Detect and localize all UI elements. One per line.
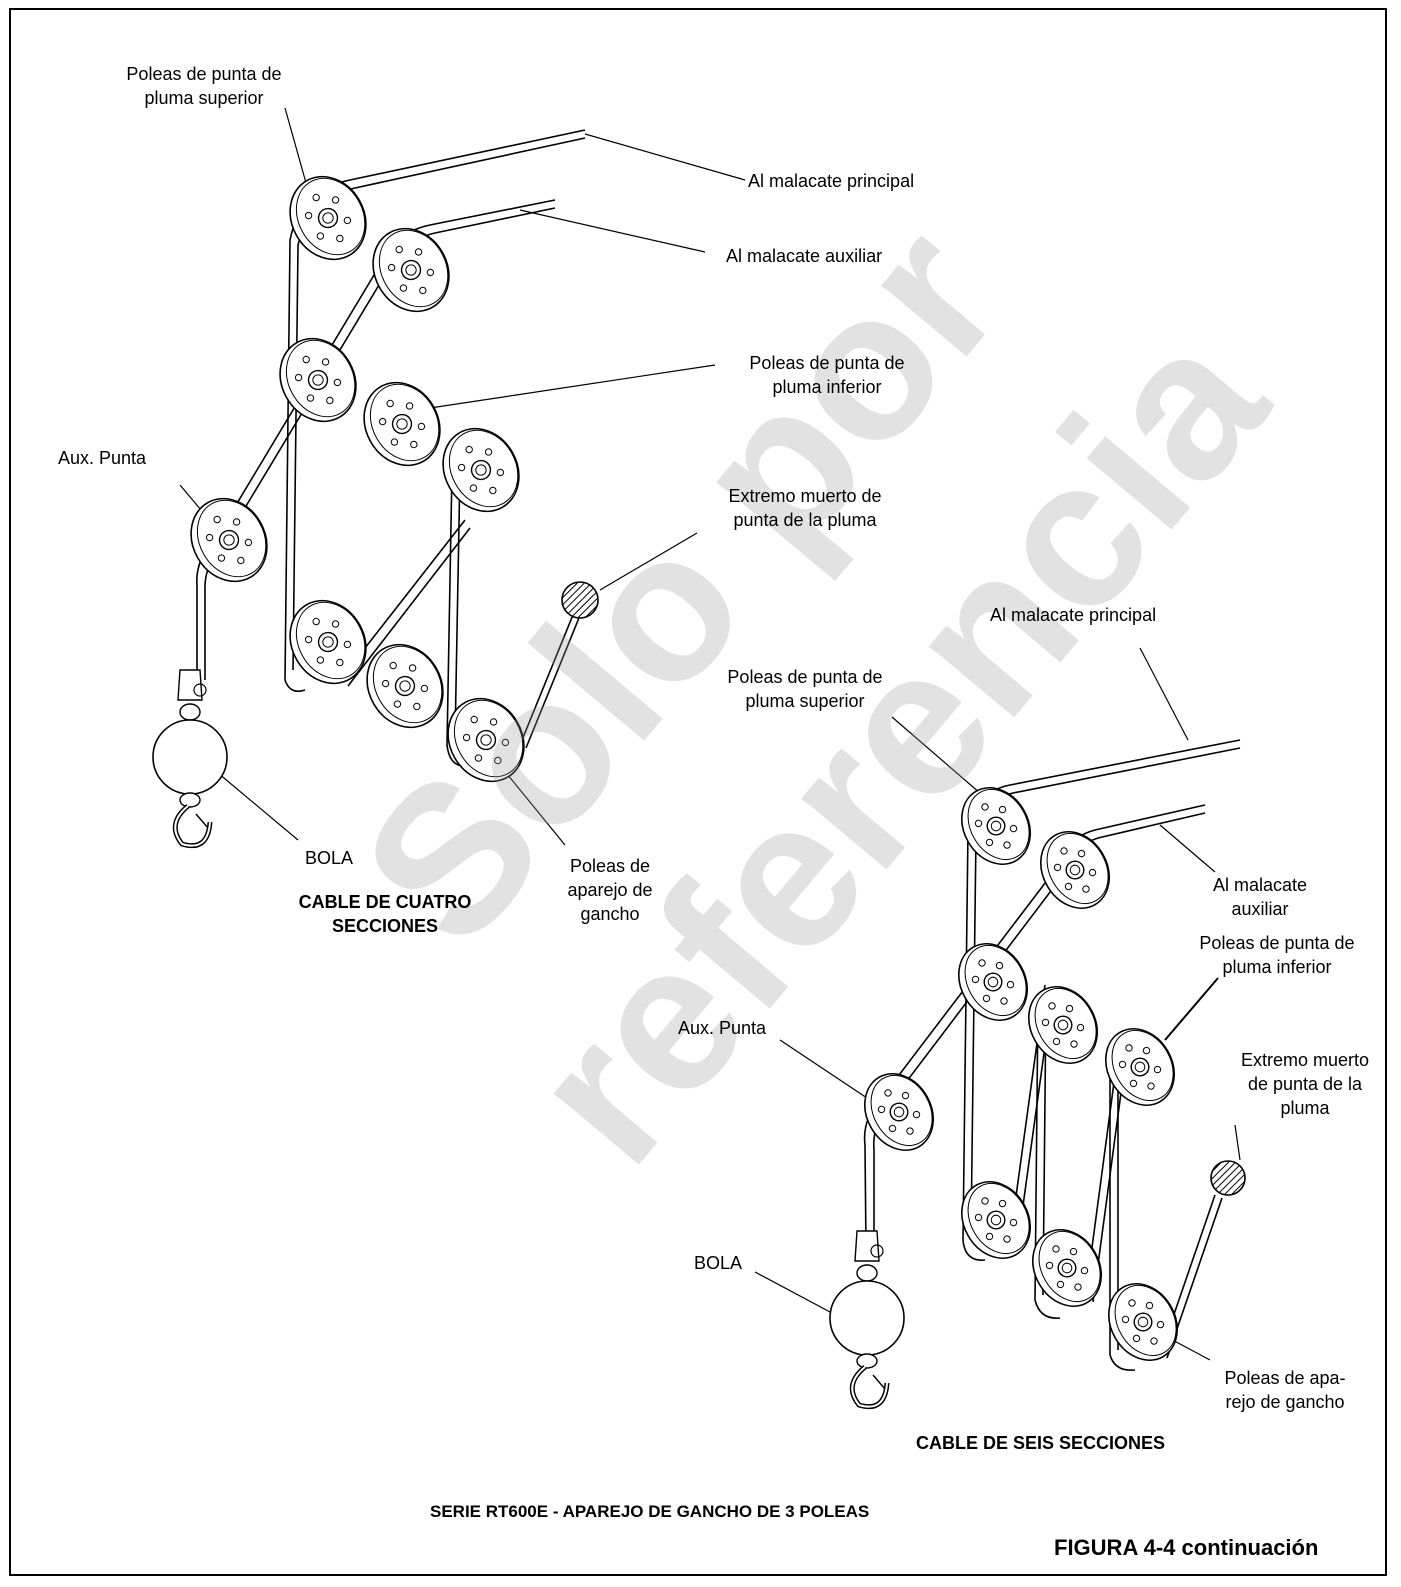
sheave-icon — [1028, 986, 1098, 1064]
hook-icon — [849, 1365, 890, 1410]
label-to-main-hoist-6: Al malacate principal — [990, 605, 1157, 625]
sheave-icon — [447, 697, 525, 783]
headache-ball-icon — [152, 669, 228, 808]
label-lower-tip-sheaves-4: Poleas de punta de pluma inferior — [749, 353, 905, 397]
sheave-icon — [1108, 1283, 1178, 1361]
sheave-icon — [366, 643, 444, 729]
figure-label: FIGURA 4-4 continuación — [1054, 1535, 1319, 1560]
sheave-icon — [958, 943, 1028, 1021]
sheave-icon — [1040, 831, 1110, 909]
caption-six-part: CABLE DE SEIS SECCIONES — [916, 1433, 1166, 1453]
label-aux-tip-4: Aux. Punta — [58, 448, 147, 468]
label-to-aux-hoist-6: Al malacate auxiliar — [1212, 875, 1308, 919]
caption-four-part: CABLE DE CUATRO SECCIONES — [298, 892, 472, 936]
label-dead-end-6: Extremo muerto de punta de la pluma — [1240, 1050, 1370, 1118]
label-to-aux-hoist-4: Al malacate auxiliar — [726, 246, 883, 266]
sheave-icon — [961, 1181, 1031, 1259]
label-to-main-hoist-4: Al malacate principal — [748, 171, 915, 191]
hook-icon — [172, 804, 213, 849]
sheave-icon — [1105, 1028, 1175, 1106]
dead-end-anchor-icon — [561, 581, 599, 619]
headache-ball-icon — [829, 1230, 905, 1369]
sheave-icon — [864, 1073, 934, 1151]
series-title: SERIE RT600E - APAREJO DE GANCHO DE 3 PO… — [430, 1502, 870, 1521]
sheave-icon — [442, 427, 520, 513]
sheave-icon — [289, 599, 367, 685]
sheave-icon — [1032, 1229, 1102, 1307]
dead-end-anchor-icon — [1210, 1160, 1246, 1196]
label-ball-4: BOLA — [305, 848, 354, 868]
label-lower-tip-sheaves-6: Poleas de punta de pluma inferior — [1199, 933, 1355, 977]
label-dead-end-4: Extremo muerto de punta de la pluma — [728, 486, 882, 530]
sheave-icon — [961, 787, 1031, 865]
figure-frame — [9, 8, 1387, 1576]
label-hook-block-sheaves-4: Poleas de aparejo de gancho — [567, 856, 653, 924]
sheave-icon — [363, 381, 441, 467]
label-upper-tip-sheaves-6: Poleas de punta de pluma superior — [727, 667, 883, 711]
sheave-icon — [190, 497, 268, 583]
sheave-icon — [289, 175, 367, 261]
label-aux-tip-6: Aux. Punta — [678, 1018, 767, 1038]
label-hook-block-sheaves-6: Poleas de apa- rejo de gancho — [1224, 1368, 1346, 1412]
sheave-icon — [279, 337, 357, 423]
sheave-icon — [372, 227, 450, 313]
label-ball-6: BOLA — [694, 1253, 743, 1273]
label-upper-tip-sheaves-4: Poleas de punta de pluma superior — [126, 64, 282, 108]
